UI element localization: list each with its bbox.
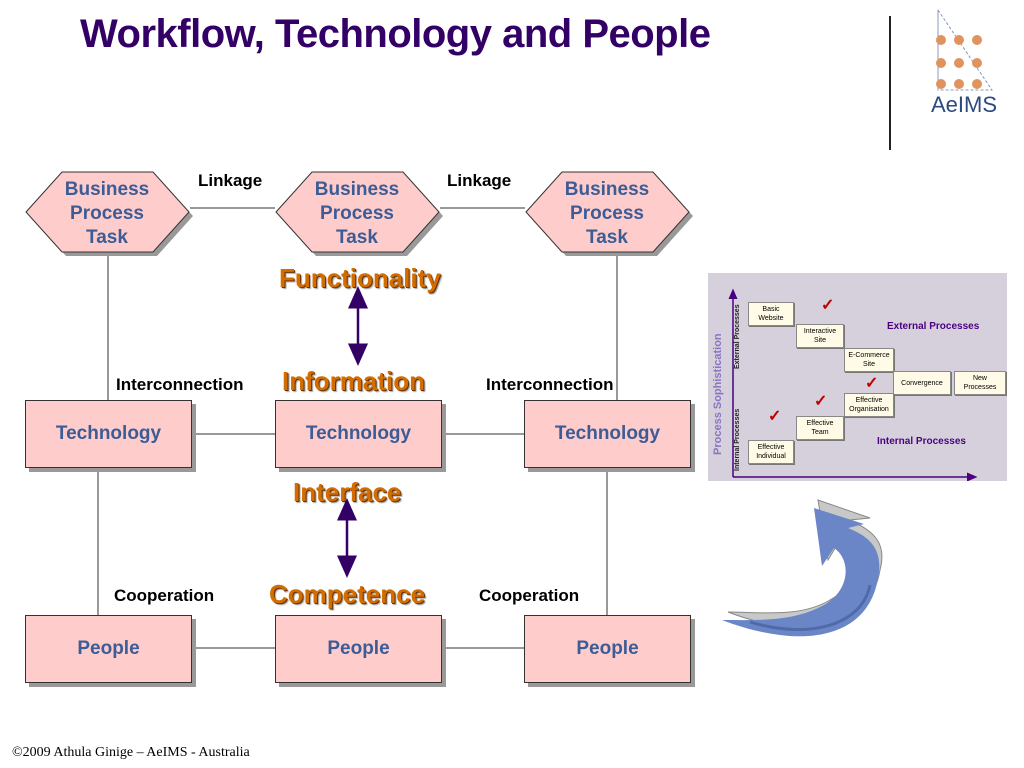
process-sophistication-axis-label: Process Sophistication bbox=[712, 333, 724, 455]
business-process-task-2: Business Process Task bbox=[314, 179, 400, 248]
technology-box-2: Technology bbox=[275, 400, 442, 468]
copyright-footer: ©2009 Athula Ginige – AeIMS - Australia bbox=[12, 745, 250, 760]
external-axis-label: External Processes bbox=[734, 304, 741, 369]
inset-axes bbox=[728, 288, 978, 481]
linkage-label-2: Linkage bbox=[447, 171, 512, 190]
curved-arrow-icon bbox=[722, 499, 883, 637]
people-box-3: People bbox=[524, 615, 691, 683]
people-box-1: People bbox=[25, 615, 192, 683]
interconnection-label-2: Interconnection bbox=[486, 375, 614, 394]
functionality-label: Functionality bbox=[279, 263, 441, 293]
check-icon-3: ✓ bbox=[814, 393, 828, 410]
aeims-logo-icon bbox=[936, 9, 993, 91]
interface-label: Interface bbox=[293, 477, 402, 507]
linkage-label-1: Linkage bbox=[198, 171, 263, 190]
step-new-processes: New Processes bbox=[954, 371, 1006, 395]
people-box-2: People bbox=[275, 615, 442, 683]
business-process-task-3: Business Process Task bbox=[564, 179, 650, 248]
interconnection-label-1: Interconnection bbox=[116, 375, 244, 394]
process-sophistication-chart: Process Sophistication External Processe… bbox=[708, 273, 1007, 481]
business-process-task-1: Business Process Task bbox=[64, 179, 150, 248]
step-effective-organisation: Effective Organisation bbox=[844, 393, 894, 417]
information-label: Information bbox=[282, 366, 425, 396]
hexagon-shapes bbox=[25, 171, 693, 256]
technology-box-3: Technology bbox=[524, 400, 691, 468]
internal-processes-label: Internal Processes bbox=[877, 436, 966, 447]
step-basic-website: Basic Website bbox=[748, 302, 794, 326]
check-icon-4: ✓ bbox=[768, 408, 782, 425]
internal-axis-label: Internal Processes bbox=[734, 408, 741, 471]
technology-box-1: Technology bbox=[25, 400, 192, 468]
title-separator bbox=[889, 16, 891, 150]
step-effective-team: Effective Team bbox=[796, 416, 844, 440]
step-interactive-site: Interactive Site bbox=[796, 324, 844, 348]
external-processes-label: External Processes bbox=[887, 321, 980, 332]
check-icon-2: ✓ bbox=[865, 375, 879, 392]
step-effective-individual: Effective Individual bbox=[748, 440, 794, 464]
cooperation-label-2: Cooperation bbox=[479, 586, 580, 605]
competence-label: Competence bbox=[269, 579, 426, 609]
logo-text: AeIMS bbox=[931, 92, 998, 117]
check-icon-1: ✓ bbox=[821, 297, 835, 314]
step-convergence: Convergence bbox=[893, 371, 951, 395]
slide-title: Workflow, Technology and People bbox=[80, 12, 711, 56]
step-ecommerce-site: E-Commerce Site bbox=[844, 348, 894, 372]
cooperation-label-1: Cooperation bbox=[114, 586, 215, 605]
